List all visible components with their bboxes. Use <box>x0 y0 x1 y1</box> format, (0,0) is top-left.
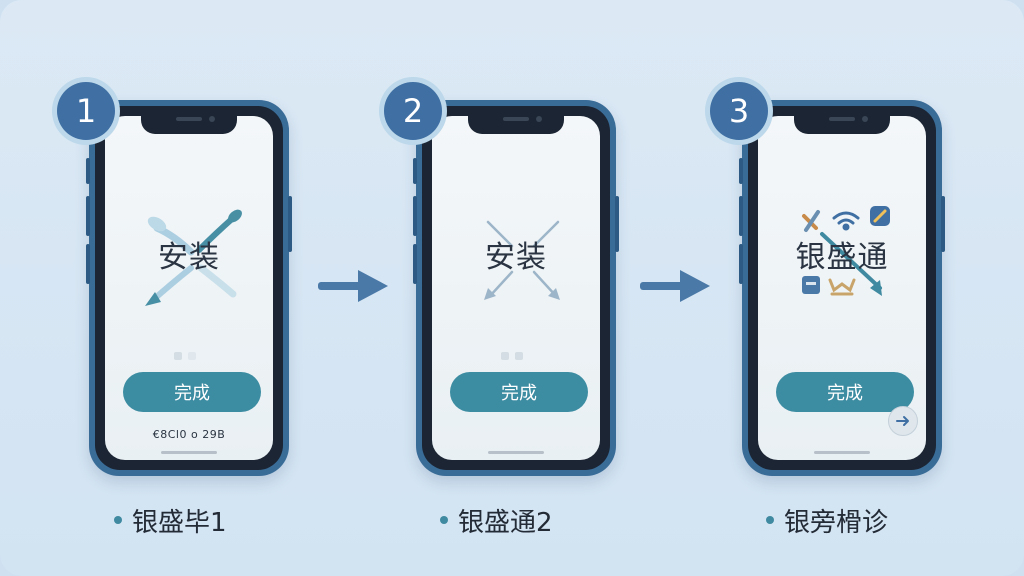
phone-frame: 安装 完成 <box>413 100 619 476</box>
crown-icon <box>828 278 856 296</box>
bullet-dot <box>766 516 774 524</box>
caption-text: 银旁榾诊 <box>784 507 889 538</box>
step-caption: 银盛毕1 <box>114 503 227 538</box>
tools-icon <box>802 210 820 232</box>
flow-arrow-icon <box>318 270 388 302</box>
screen-title: 安装 <box>485 240 547 275</box>
bullet-dot <box>440 516 448 524</box>
step-1: 1 <box>57 82 292 476</box>
page-indicator <box>174 352 204 360</box>
phone-notch <box>141 112 237 134</box>
wifi-icon <box>832 211 860 231</box>
phone-frame: 银盛通 完成 <box>739 100 945 476</box>
step-2: 2 <box>384 82 619 476</box>
phone-frame: 安装 完成 €8Cl0 o 29B <box>86 100 292 476</box>
step-caption: 银盛通2 <box>440 503 553 538</box>
next-arrow-icon[interactable] <box>888 406 918 436</box>
step-number-badge: 3 <box>710 82 768 140</box>
step-number-badge: 2 <box>384 82 442 140</box>
app-icons-art <box>758 176 926 326</box>
phone-screen: 银盛通 完成 <box>758 116 926 460</box>
done-button[interactable]: 完成 <box>776 372 914 412</box>
step-3: 3 <box>710 82 945 476</box>
caption-text: 银盛毕1 <box>132 507 227 538</box>
phone-notch <box>468 112 564 134</box>
done-button[interactable]: 完成 <box>123 372 261 412</box>
caption-text: 银盛通2 <box>458 507 553 538</box>
install-progress-art <box>432 176 600 326</box>
screen-title: 银盛通 <box>795 240 889 275</box>
done-button[interactable]: 完成 <box>450 372 588 412</box>
home-indicator <box>161 451 217 454</box>
wrench-icon <box>870 206 890 226</box>
screen-title: 安装 <box>158 240 220 275</box>
version-text: €8Cl0 o 29B <box>152 428 226 441</box>
home-indicator <box>814 451 870 454</box>
phone-screen: 安装 完成 <box>432 116 600 460</box>
step-caption: 银旁榾诊 <box>766 503 889 538</box>
bullet-dot <box>114 516 122 524</box>
home-indicator <box>488 451 544 454</box>
flow-arrow-icon <box>640 270 710 302</box>
phone-notch <box>794 112 890 134</box>
step-number-badge: 1 <box>57 82 115 140</box>
phone-screen: 安装 完成 €8Cl0 o 29B <box>105 116 273 460</box>
install-splash-art <box>105 176 273 326</box>
page-indicator <box>501 352 531 360</box>
payment-card-icon <box>802 276 820 294</box>
